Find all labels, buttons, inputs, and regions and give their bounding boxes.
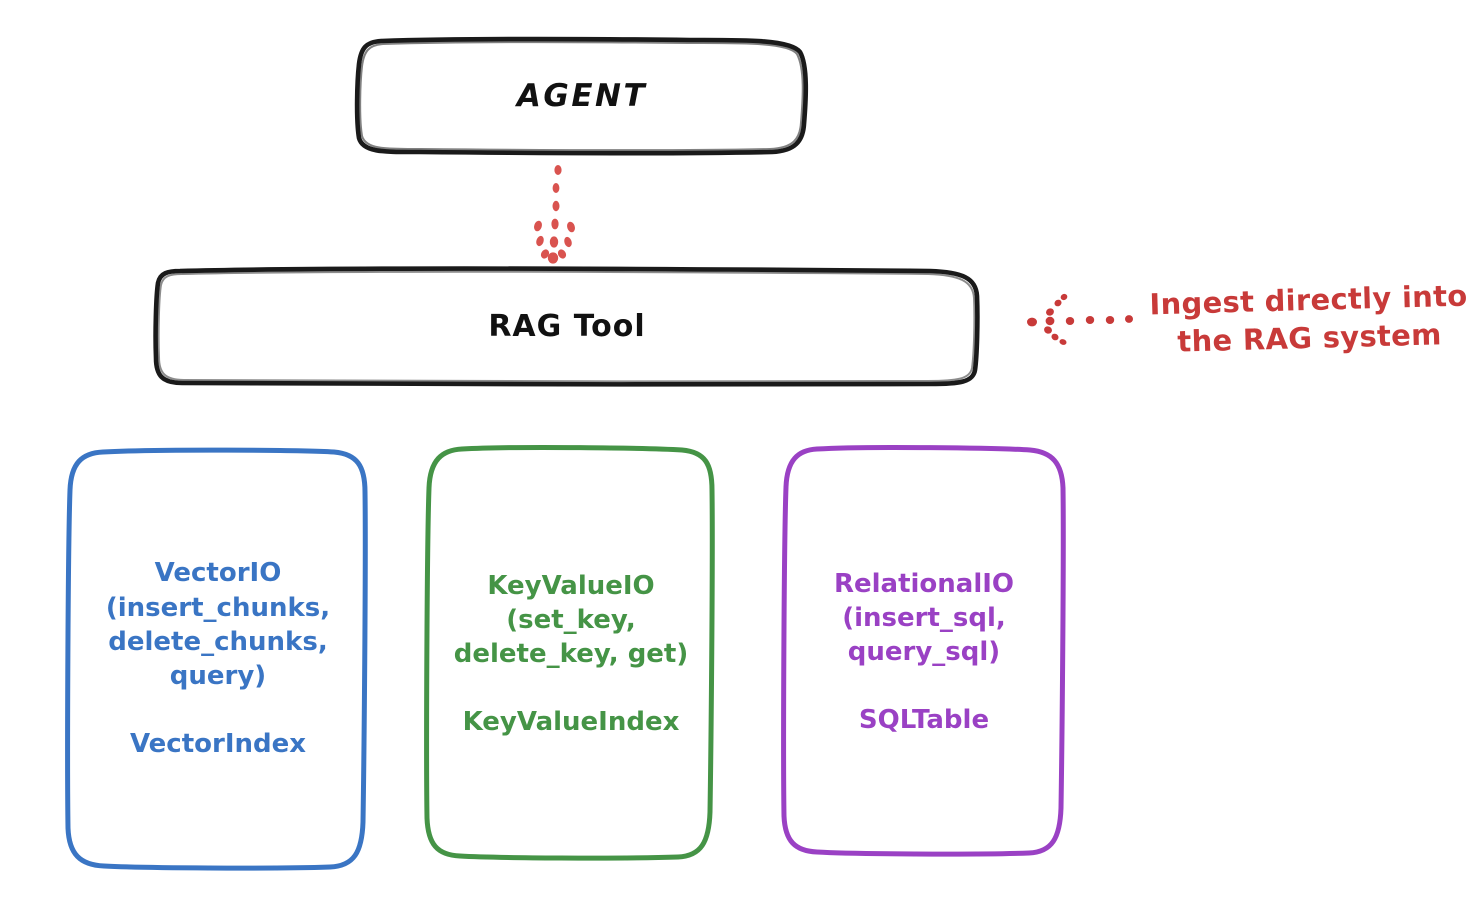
key-value-io-index-text: KeyValueIndex (462, 706, 680, 737)
ingest-annotation-text: Ingest directly into the RAG system (1148, 278, 1468, 359)
vector-io-api-text: VectorIO (insert_chunks, delete_chunks, … (105, 558, 331, 692)
relational-io-index-text: SQLTable (858, 704, 990, 735)
relational-io-label: RelationalIO (insert_sql, query_sql) SQL… (786, 452, 1062, 852)
relational-io-api-text: RelationalIO (insert_sql, query_sql) (833, 568, 1015, 668)
vector-io-index-text: VectorIndex (129, 728, 307, 759)
key-value-io-api-text: KeyValueIO (set_key, delete_key, get) (453, 570, 689, 670)
agent-label: AGENT (516, 77, 648, 114)
ingest-arrow (1027, 293, 1133, 345)
rag-tool-label: RAG Tool (488, 308, 646, 344)
vector-io-label: VectorIO (insert_chunks, delete_chunks, … (72, 452, 364, 866)
agent-to-rag-arrow (534, 165, 575, 264)
key-value-io-label: KeyValueIO (set_key, delete_key, get) Ke… (430, 452, 712, 856)
